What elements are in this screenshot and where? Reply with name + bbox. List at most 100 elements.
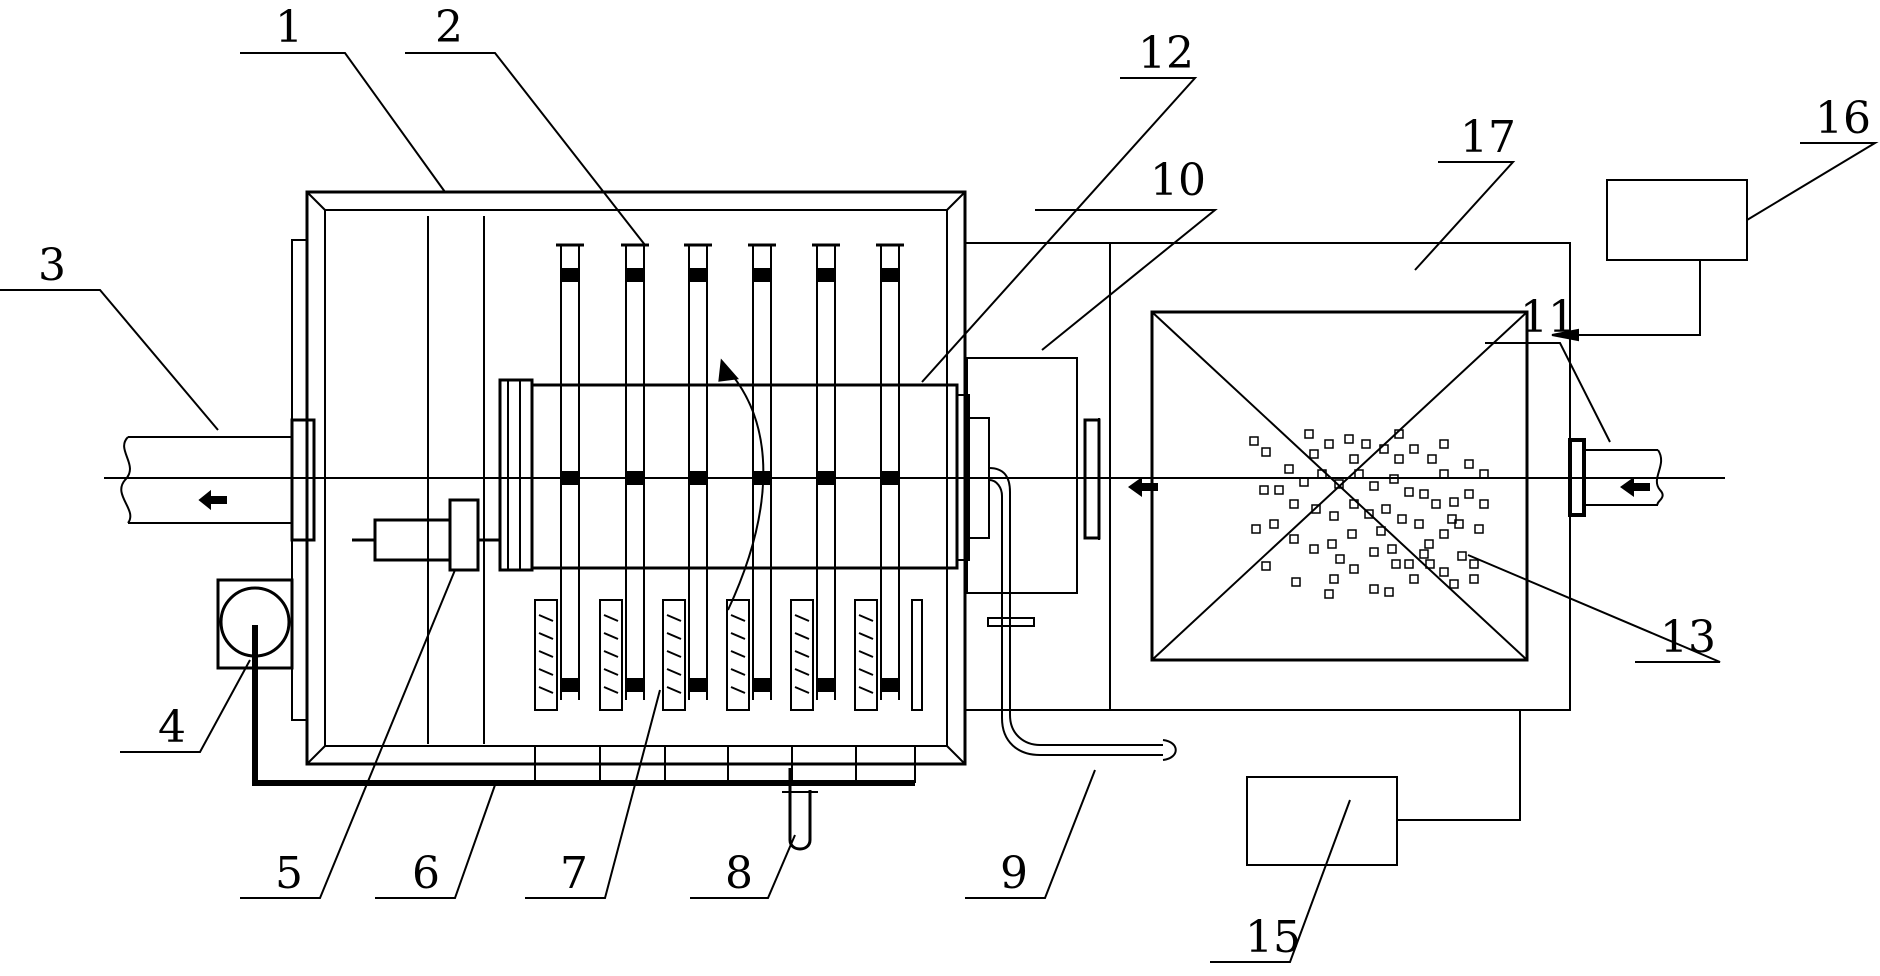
label-2: 2 xyxy=(435,2,463,53)
particle xyxy=(1447,514,1457,524)
spray-nozzle xyxy=(538,650,554,658)
plate-clamp xyxy=(816,471,836,485)
leader-lines xyxy=(0,52,1879,963)
spray-nozzle xyxy=(666,650,682,658)
label-10: 10 xyxy=(1150,155,1206,206)
pump xyxy=(216,578,294,670)
particle xyxy=(1376,526,1386,536)
plate-clamp xyxy=(880,471,900,485)
plate-clamp xyxy=(688,471,708,485)
plate-clamp xyxy=(688,268,708,282)
particle xyxy=(1391,559,1401,569)
label-6: 6 xyxy=(412,848,440,899)
particle xyxy=(1274,485,1284,495)
spray-nozzle xyxy=(858,632,874,640)
particle xyxy=(1425,559,1435,569)
plate-clamp xyxy=(880,268,900,282)
spray-nozzle xyxy=(858,614,874,622)
spray-frame xyxy=(534,599,558,711)
particle xyxy=(1439,567,1449,577)
plate-clamp xyxy=(816,678,836,692)
spray-frame-end xyxy=(911,599,923,711)
spray-nozzle xyxy=(730,668,746,676)
left-flanges xyxy=(290,239,316,721)
particle xyxy=(1347,529,1357,539)
particle xyxy=(1404,559,1414,569)
label-4: 4 xyxy=(158,702,186,753)
plate-clamp xyxy=(625,471,645,485)
motor xyxy=(352,498,500,572)
particles-13 xyxy=(1249,429,1489,599)
particle xyxy=(1327,539,1337,549)
spray-nozzle xyxy=(603,650,619,658)
particle xyxy=(1469,574,1479,584)
particle xyxy=(1269,519,1279,529)
particle xyxy=(1329,511,1339,521)
spray-nozzle xyxy=(794,650,810,658)
spray-nozzle xyxy=(666,686,682,694)
particle xyxy=(1379,444,1389,454)
spray-nozzle xyxy=(794,614,810,622)
plates-assembly xyxy=(534,243,923,711)
label-17: 17 xyxy=(1460,112,1516,163)
plate-clamp xyxy=(625,268,645,282)
particle xyxy=(1369,481,1379,491)
outlet-pipe xyxy=(120,436,292,524)
plate-clamp xyxy=(560,678,580,692)
particle xyxy=(1479,469,1489,479)
spray-nozzle xyxy=(666,668,682,676)
particle xyxy=(1251,524,1261,534)
particle xyxy=(1309,449,1319,459)
spray-nozzle xyxy=(666,614,682,622)
spray-frame xyxy=(599,599,623,711)
particle xyxy=(1284,464,1294,474)
particle xyxy=(1329,574,1339,584)
spray-frame xyxy=(790,599,814,711)
particle xyxy=(1369,584,1379,594)
particle xyxy=(1449,579,1459,589)
particle xyxy=(1344,434,1354,444)
particle xyxy=(1419,489,1429,499)
plate-clamp xyxy=(752,268,772,282)
particle xyxy=(1394,454,1404,464)
spray-nozzle xyxy=(730,614,746,622)
spray-nozzle xyxy=(603,614,619,622)
spray-nozzle xyxy=(858,686,874,694)
particle xyxy=(1454,519,1464,529)
plate-clamp xyxy=(688,678,708,692)
particle xyxy=(1304,429,1314,439)
label-8: 8 xyxy=(725,848,753,899)
spray-nozzle xyxy=(538,632,554,640)
particle xyxy=(1464,489,1474,499)
control-box-15 xyxy=(1246,710,1521,866)
particle xyxy=(1457,551,1467,561)
bottom-manifold xyxy=(252,625,916,786)
right-chamber xyxy=(1109,242,1571,711)
spray-frame xyxy=(854,599,878,711)
particle xyxy=(1291,577,1301,587)
spray-nozzle xyxy=(603,668,619,676)
particle xyxy=(1324,589,1334,599)
particle xyxy=(1409,574,1419,584)
particle xyxy=(1439,469,1449,479)
plate-clamp xyxy=(625,678,645,692)
label-1: 1 xyxy=(275,2,303,53)
plate-clamp xyxy=(880,678,900,692)
particle xyxy=(1261,561,1271,571)
inlet-pipe xyxy=(1568,438,1664,517)
particle xyxy=(1334,479,1344,489)
particle xyxy=(1299,477,1309,487)
particle xyxy=(1324,439,1334,449)
particle xyxy=(1427,454,1437,464)
label-7: 7 xyxy=(560,848,588,899)
spray-nozzle xyxy=(538,614,554,622)
particle xyxy=(1364,509,1374,519)
particle xyxy=(1259,485,1269,495)
spray-nozzle xyxy=(730,650,746,658)
particle xyxy=(1469,559,1479,569)
label-12: 12 xyxy=(1138,28,1194,79)
label-15: 15 xyxy=(1245,912,1301,963)
particle xyxy=(1369,547,1379,557)
particle xyxy=(1431,499,1441,509)
particle xyxy=(1449,497,1459,507)
